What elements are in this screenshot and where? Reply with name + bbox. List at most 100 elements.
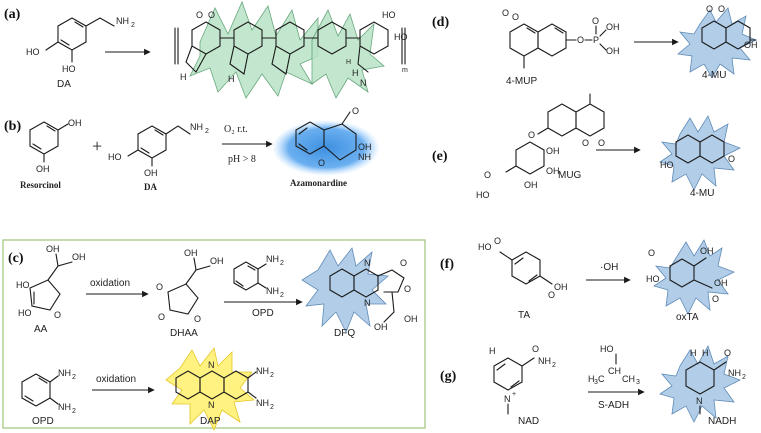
- svg-text:OH: OH: [358, 142, 372, 152]
- svg-text:O: O: [194, 314, 201, 324]
- panel-e: (e) O O O OH OH OH O HO MUG HO O 4-MU: [432, 93, 741, 200]
- svg-text:O: O: [648, 248, 655, 258]
- svg-text:m: m: [402, 67, 408, 74]
- svg-text:OH: OH: [374, 322, 388, 332]
- svg-text:N: N: [364, 298, 371, 308]
- svg-text:HO: HO: [660, 160, 674, 170]
- svg-text:O: O: [592, 16, 599, 26]
- aa-label: AA: [34, 324, 48, 335]
- svg-text:OH: OH: [744, 40, 758, 50]
- svg-text:O: O: [512, 12, 519, 22]
- 4-mu-structure-d: O O OH: [677, 4, 758, 79]
- 4-mup-structure: O O O P O OH OH: [502, 8, 620, 69]
- svg-text:O: O: [598, 138, 605, 148]
- ta-structure: HO O OH O: [478, 236, 568, 300]
- mug-label: MUG: [558, 170, 582, 181]
- svg-text:NH: NH: [358, 152, 371, 162]
- svg-text:O: O: [582, 138, 589, 148]
- panel-f-reagent-label: ·OH: [600, 262, 618, 273]
- svg-text:HO: HO: [62, 64, 76, 74]
- svg-text:N: N: [360, 78, 367, 88]
- svg-text:H: H: [690, 348, 697, 358]
- svg-text:2: 2: [270, 404, 274, 411]
- svg-text:HO: HO: [108, 152, 122, 162]
- svg-text:HO: HO: [394, 32, 408, 42]
- 4-mu-structure-e: HO O: [659, 115, 741, 191]
- panel-b-label: (b): [4, 119, 21, 134]
- svg-text:O: O: [54, 310, 61, 320]
- svg-text:H: H: [180, 72, 187, 82]
- svg-text:O: O: [484, 170, 491, 180]
- svg-text:N: N: [208, 360, 215, 370]
- svg-text:NH: NH: [728, 368, 741, 378]
- panel-a-reactant-label: DA: [57, 79, 71, 90]
- svg-text:3: 3: [636, 379, 640, 386]
- svg-text:HO: HO: [16, 280, 30, 290]
- mug-structure: O O O OH OH OH O HO: [476, 93, 605, 200]
- svg-text:NH: NH: [538, 356, 551, 366]
- svg-text:NH: NH: [266, 286, 279, 296]
- ta-label: TA: [518, 310, 530, 321]
- panel-c-step2-label: OPD: [252, 308, 274, 319]
- svg-text:OH: OH: [524, 180, 538, 190]
- svg-text:OH: OH: [68, 118, 82, 128]
- svg-text:HO: HO: [646, 274, 660, 284]
- svg-text:N: N: [208, 400, 215, 410]
- svg-text:2: 2: [280, 292, 284, 299]
- s-adh-label: S-ADH: [598, 400, 629, 411]
- svg-text:O: O: [718, 4, 725, 14]
- svg-text:HO: HO: [476, 190, 490, 200]
- svg-text:O: O: [712, 294, 719, 304]
- 4-mup-label: 4-MUP: [506, 76, 537, 87]
- svg-text:OH: OH: [404, 314, 418, 324]
- svg-text:C: C: [598, 374, 605, 384]
- svg-text:HO: HO: [382, 10, 396, 20]
- svg-text:O: O: [724, 348, 731, 358]
- 4-mu-label-d: 4-MU: [702, 70, 726, 81]
- svg-text:NH: NH: [256, 398, 269, 408]
- dfq-label: DFQ: [334, 328, 355, 339]
- panel-c: (c) OH OH HO HO O AA oxidation OH OH O O…: [8, 244, 418, 431]
- oxta-structure: OH O HO OH O: [646, 239, 735, 315]
- nadh-label: NADH: [708, 416, 736, 427]
- azamonardine-label: Azamonardine: [290, 178, 347, 188]
- svg-text:O: O: [208, 10, 215, 20]
- svg-text:HO: HO: [478, 242, 492, 252]
- panel-f-label: (f): [440, 257, 454, 272]
- oxta-label: oxTA: [676, 312, 699, 323]
- svg-text:O: O: [352, 106, 359, 116]
- svg-text:HO: HO: [26, 47, 40, 57]
- panel-a-label: (a): [4, 7, 21, 22]
- panel-g-label: (g): [440, 369, 457, 384]
- svg-text:N: N: [696, 396, 703, 406]
- svg-text:2: 2: [72, 408, 76, 415]
- svg-text:OH: OH: [184, 248, 198, 258]
- svg-text:OH: OH: [700, 246, 714, 256]
- svg-text:H: H: [352, 68, 359, 78]
- polydopamine-structure: H H H N H O O HO HO m: [174, 0, 408, 99]
- svg-text:2: 2: [131, 22, 135, 29]
- panel-c-step3-label: oxidation: [96, 374, 136, 385]
- nad-label: NAD: [518, 416, 539, 427]
- svg-text:NH: NH: [266, 254, 279, 264]
- svg-text:NH: NH: [58, 402, 71, 412]
- svg-text:OH: OH: [72, 252, 86, 262]
- svg-text:HO: HO: [600, 344, 614, 354]
- svg-text:H: H: [489, 346, 496, 356]
- svg-text:2: 2: [280, 260, 284, 267]
- svg-text:+: +: [512, 391, 516, 398]
- svg-text:2: 2: [270, 372, 274, 379]
- svg-text:2: 2: [72, 374, 76, 381]
- svg-text:OH: OH: [36, 164, 50, 174]
- svg-text:O: O: [156, 282, 163, 292]
- svg-text:2: 2: [205, 128, 209, 135]
- svg-text:O: O: [728, 154, 735, 164]
- panel-b-reactant-da-label: DA: [144, 182, 157, 192]
